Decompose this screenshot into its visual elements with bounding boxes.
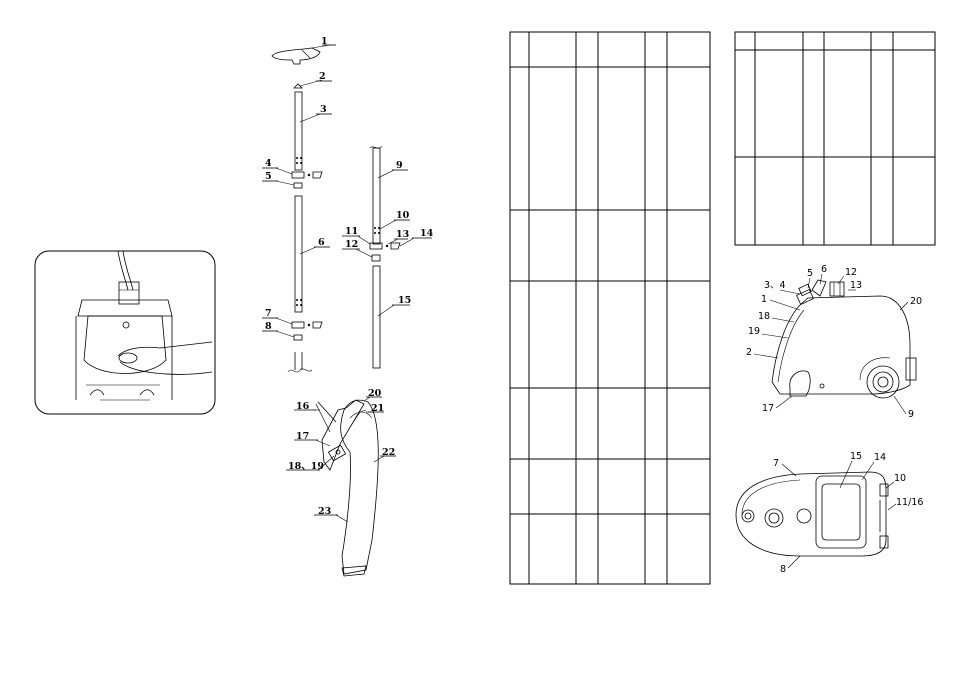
spec-table [734,31,936,246]
side-label-6: 6 [821,264,827,275]
top-label-15: 15 [850,451,862,462]
label-3: 3 [320,104,327,115]
label-5: 5 [265,171,272,182]
top-label-11-16: 11/16 [896,497,923,508]
usage-illustration [34,250,216,415]
parts-table [509,31,711,585]
label-2: 2 [319,71,326,82]
label-13: 13 [396,229,409,240]
side-label-13: 13 [850,280,862,291]
label-11: 11 [345,226,358,237]
label-1: 1 [321,36,328,47]
side-label-9: 9 [908,409,914,420]
label-21: 21 [371,403,384,414]
side-label-17: 17 [762,403,774,414]
label-4: 4 [265,158,272,169]
side-label-12: 12 [845,267,857,278]
label-10: 10 [396,210,410,221]
side-label-18: 18 [758,311,770,322]
label-9: 9 [396,160,403,171]
side-label-5: 5 [807,268,813,279]
label-16: 16 [296,401,310,412]
label-14: 14 [420,228,434,239]
side-label-3-4: 3、4 [764,280,786,291]
top-label-14: 14 [874,452,886,463]
label-6: 6 [318,237,325,248]
label-8: 8 [265,321,272,332]
exploded-pole-diagram: 1 2 3 4 5 6 7 [262,36,434,577]
label-23: 23 [318,506,331,517]
side-label-20: 20 [910,296,922,307]
unit-top-view: 7 15 14 10 11/16 8 [735,451,923,575]
label-17: 17 [296,431,309,442]
side-label-2: 2 [746,347,752,358]
top-label-10: 10 [894,473,906,484]
label-12: 12 [345,239,358,250]
label-15: 15 [398,295,411,306]
top-label-8: 8 [780,564,786,575]
side-label-1: 1 [761,294,767,305]
label-18-19: 18、19 [288,461,324,472]
label-7: 7 [265,308,272,319]
label-20: 20 [368,388,382,399]
label-22: 22 [382,447,395,458]
unit-side-view: 3、4 5 6 12 13 20 1 18 19 2 17 9 [746,264,922,420]
top-label-7: 7 [773,458,779,469]
side-label-19: 19 [748,326,760,337]
